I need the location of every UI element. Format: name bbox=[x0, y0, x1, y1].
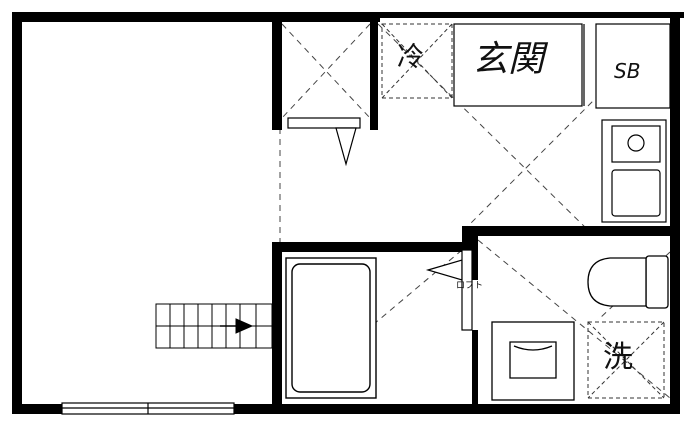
shoe-box bbox=[595, 23, 671, 109]
wall-bath-top bbox=[272, 242, 468, 252]
bathtub bbox=[285, 257, 377, 399]
washer-box bbox=[587, 321, 665, 399]
washer-space bbox=[587, 321, 665, 399]
entrance-label: 玄関 bbox=[472, 39, 545, 80]
washbasin bbox=[491, 321, 575, 401]
toilet-bowl bbox=[587, 257, 647, 307]
wall-bottom-right bbox=[234, 404, 680, 414]
shoe-box-body bbox=[595, 23, 671, 109]
wall-right bbox=[670, 12, 680, 414]
stairs bbox=[155, 303, 273, 349]
washer-label: 洗 bbox=[603, 340, 633, 375]
wall-closet-left bbox=[272, 12, 282, 130]
entrance bbox=[453, 23, 585, 107]
entrance-floor bbox=[453, 23, 583, 107]
wall-bottom-left bbox=[12, 404, 62, 414]
kitchen-sink bbox=[601, 119, 667, 223]
wall-bath-left bbox=[272, 242, 282, 414]
refrigerator-label: 冷 bbox=[397, 42, 424, 73]
closet-door-panel bbox=[287, 117, 361, 129]
wall-top-left bbox=[12, 12, 278, 22]
wall-corridor-bottom bbox=[462, 226, 680, 236]
closet-diagonal-b bbox=[281, 23, 371, 119]
washer-diagonal-b bbox=[587, 321, 665, 399]
loft-label: ロフト bbox=[456, 281, 484, 291]
closet-door bbox=[287, 117, 361, 167]
fridge-box bbox=[381, 23, 453, 99]
wall-left bbox=[12, 12, 22, 414]
wall-wc-left bbox=[472, 330, 478, 414]
toilet bbox=[587, 255, 669, 309]
window bbox=[61, 402, 235, 415]
shoe-box-label: SB bbox=[614, 59, 641, 83]
washer-diagonal-a bbox=[587, 321, 665, 399]
sink-burner bbox=[627, 134, 645, 152]
fridge-diagonal-b bbox=[381, 23, 453, 99]
wall-top-closet bbox=[272, 12, 380, 22]
wall-bath-right-upper bbox=[462, 226, 472, 252]
toilet-tank bbox=[645, 255, 669, 309]
sink-stove bbox=[611, 125, 661, 163]
loft-arrow-icon bbox=[425, 259, 463, 281]
bath-door-panel bbox=[461, 249, 473, 331]
closet-diagonal-a bbox=[281, 23, 371, 119]
washbasin-faucet bbox=[513, 345, 553, 351]
wc-diagonal-a bbox=[477, 239, 671, 399]
washbasin-bowl bbox=[509, 341, 557, 379]
closet-door-arrow bbox=[335, 127, 357, 167]
corridor-diagonal-a bbox=[377, 23, 591, 233]
bath-door bbox=[461, 249, 473, 331]
fridge-space bbox=[381, 23, 453, 99]
wall-top-right bbox=[372, 12, 684, 18]
sink-basin bbox=[611, 169, 661, 217]
walls bbox=[12, 12, 684, 414]
bathtub-inner bbox=[291, 263, 371, 393]
wall-closet-right bbox=[370, 12, 378, 130]
loft-marker bbox=[425, 259, 463, 281]
wall-bath-right-lower bbox=[472, 236, 478, 280]
